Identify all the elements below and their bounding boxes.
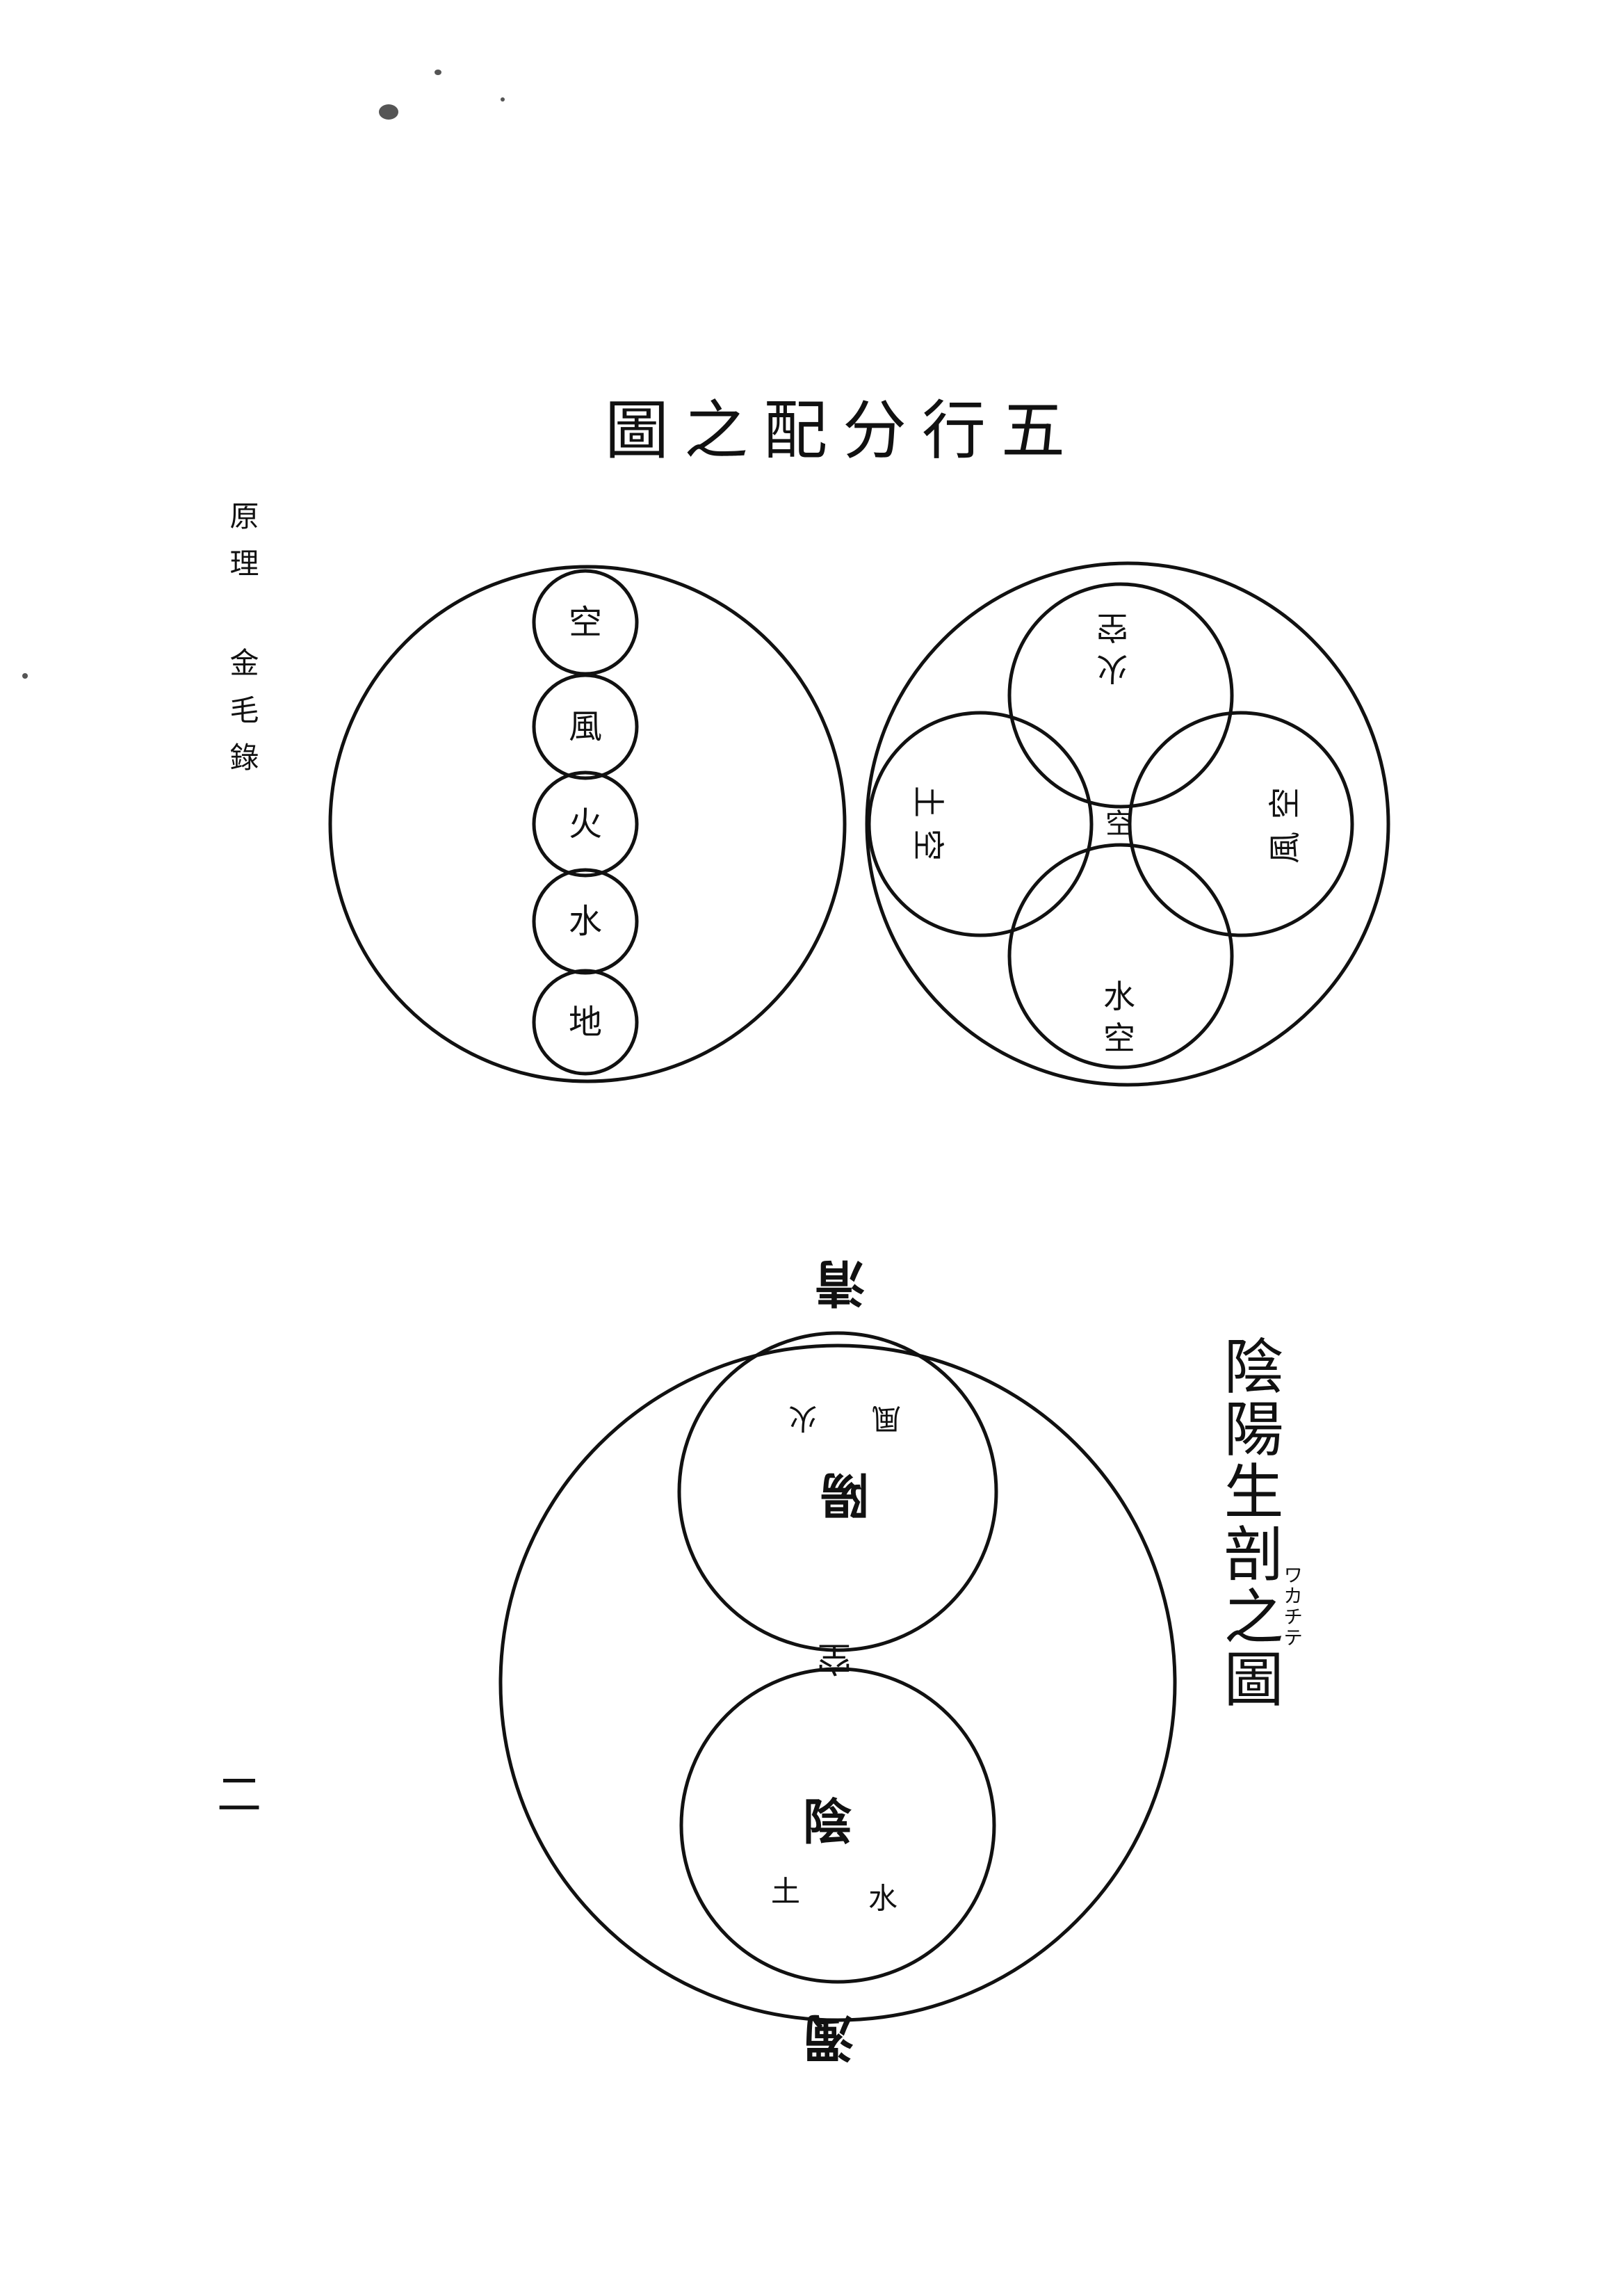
right-bottom-circle	[1007, 843, 1234, 1070]
yin-yang-outer-circle	[498, 1343, 1177, 2022]
right-left-circle	[867, 711, 1094, 937]
yin-main-label: 陰	[803, 1793, 852, 1851]
element-circle-fuu	[532, 673, 639, 780]
right-outer-circle	[865, 561, 1390, 1087]
page-number: 二	[217, 1770, 261, 1821]
yin-yang-diagram-title: 陰陽生剖之圖	[1213, 1335, 1283, 1711]
yin-yang-title-ruby: ワカチテ	[1281, 1565, 1304, 1648]
scan-speck	[435, 70, 441, 75]
right-left-label-char-2: 空	[909, 829, 947, 861]
right-right-label-char-2: 空	[1266, 787, 1304, 819]
page-title: 圖之配分行五	[605, 394, 1081, 468]
yin-sub-right-label: 土	[771, 1875, 800, 1909]
left-outer-circle	[328, 565, 847, 1083]
element-label-ka: 火	[569, 805, 602, 844]
element-label-sui: 水	[569, 902, 602, 941]
yin-yang-bottom-label: 濁	[804, 2008, 854, 2067]
right-bottom-label-char-1: 水	[1103, 978, 1135, 1015]
scan-speck	[501, 97, 505, 102]
yang-circle	[677, 1331, 998, 1652]
right-right-label-char-1: 風	[1266, 832, 1304, 864]
right-top-label-char-2: 空	[1096, 608, 1128, 646]
right-right-circle	[1128, 711, 1354, 937]
element-label-kuu: 空	[569, 603, 602, 642]
element-circle-sui	[532, 868, 639, 975]
yin-sub-left-label: 水	[868, 1882, 898, 1916]
yin-yang-top-label: 清	[815, 1254, 865, 1313]
yin-yang-middle-label: 空	[817, 1638, 852, 1679]
element-label-fuu: 風	[569, 707, 602, 746]
right-left-label-char-1: 土	[909, 786, 947, 818]
right-top-circle	[1007, 582, 1234, 809]
margin-running-title: 原理 金毛錄	[225, 501, 259, 789]
right-bottom-label-char-2: 空	[1103, 1019, 1135, 1057]
scan-speck	[22, 673, 28, 679]
element-label-chi: 地	[569, 1003, 602, 1042]
right-top-label-char-1: 火	[1096, 650, 1128, 688]
yang-main-label: 陽	[820, 1467, 869, 1524]
element-circle-chi	[532, 969, 639, 1076]
scan-speck	[379, 104, 398, 120]
right-center-label: 空	[1105, 808, 1133, 840]
yang-sub-left-label: 火	[788, 1402, 818, 1436]
element-circle-ka	[532, 770, 639, 878]
yang-sub-right-label: 風	[872, 1402, 901, 1436]
yin-circle	[679, 1667, 996, 1984]
